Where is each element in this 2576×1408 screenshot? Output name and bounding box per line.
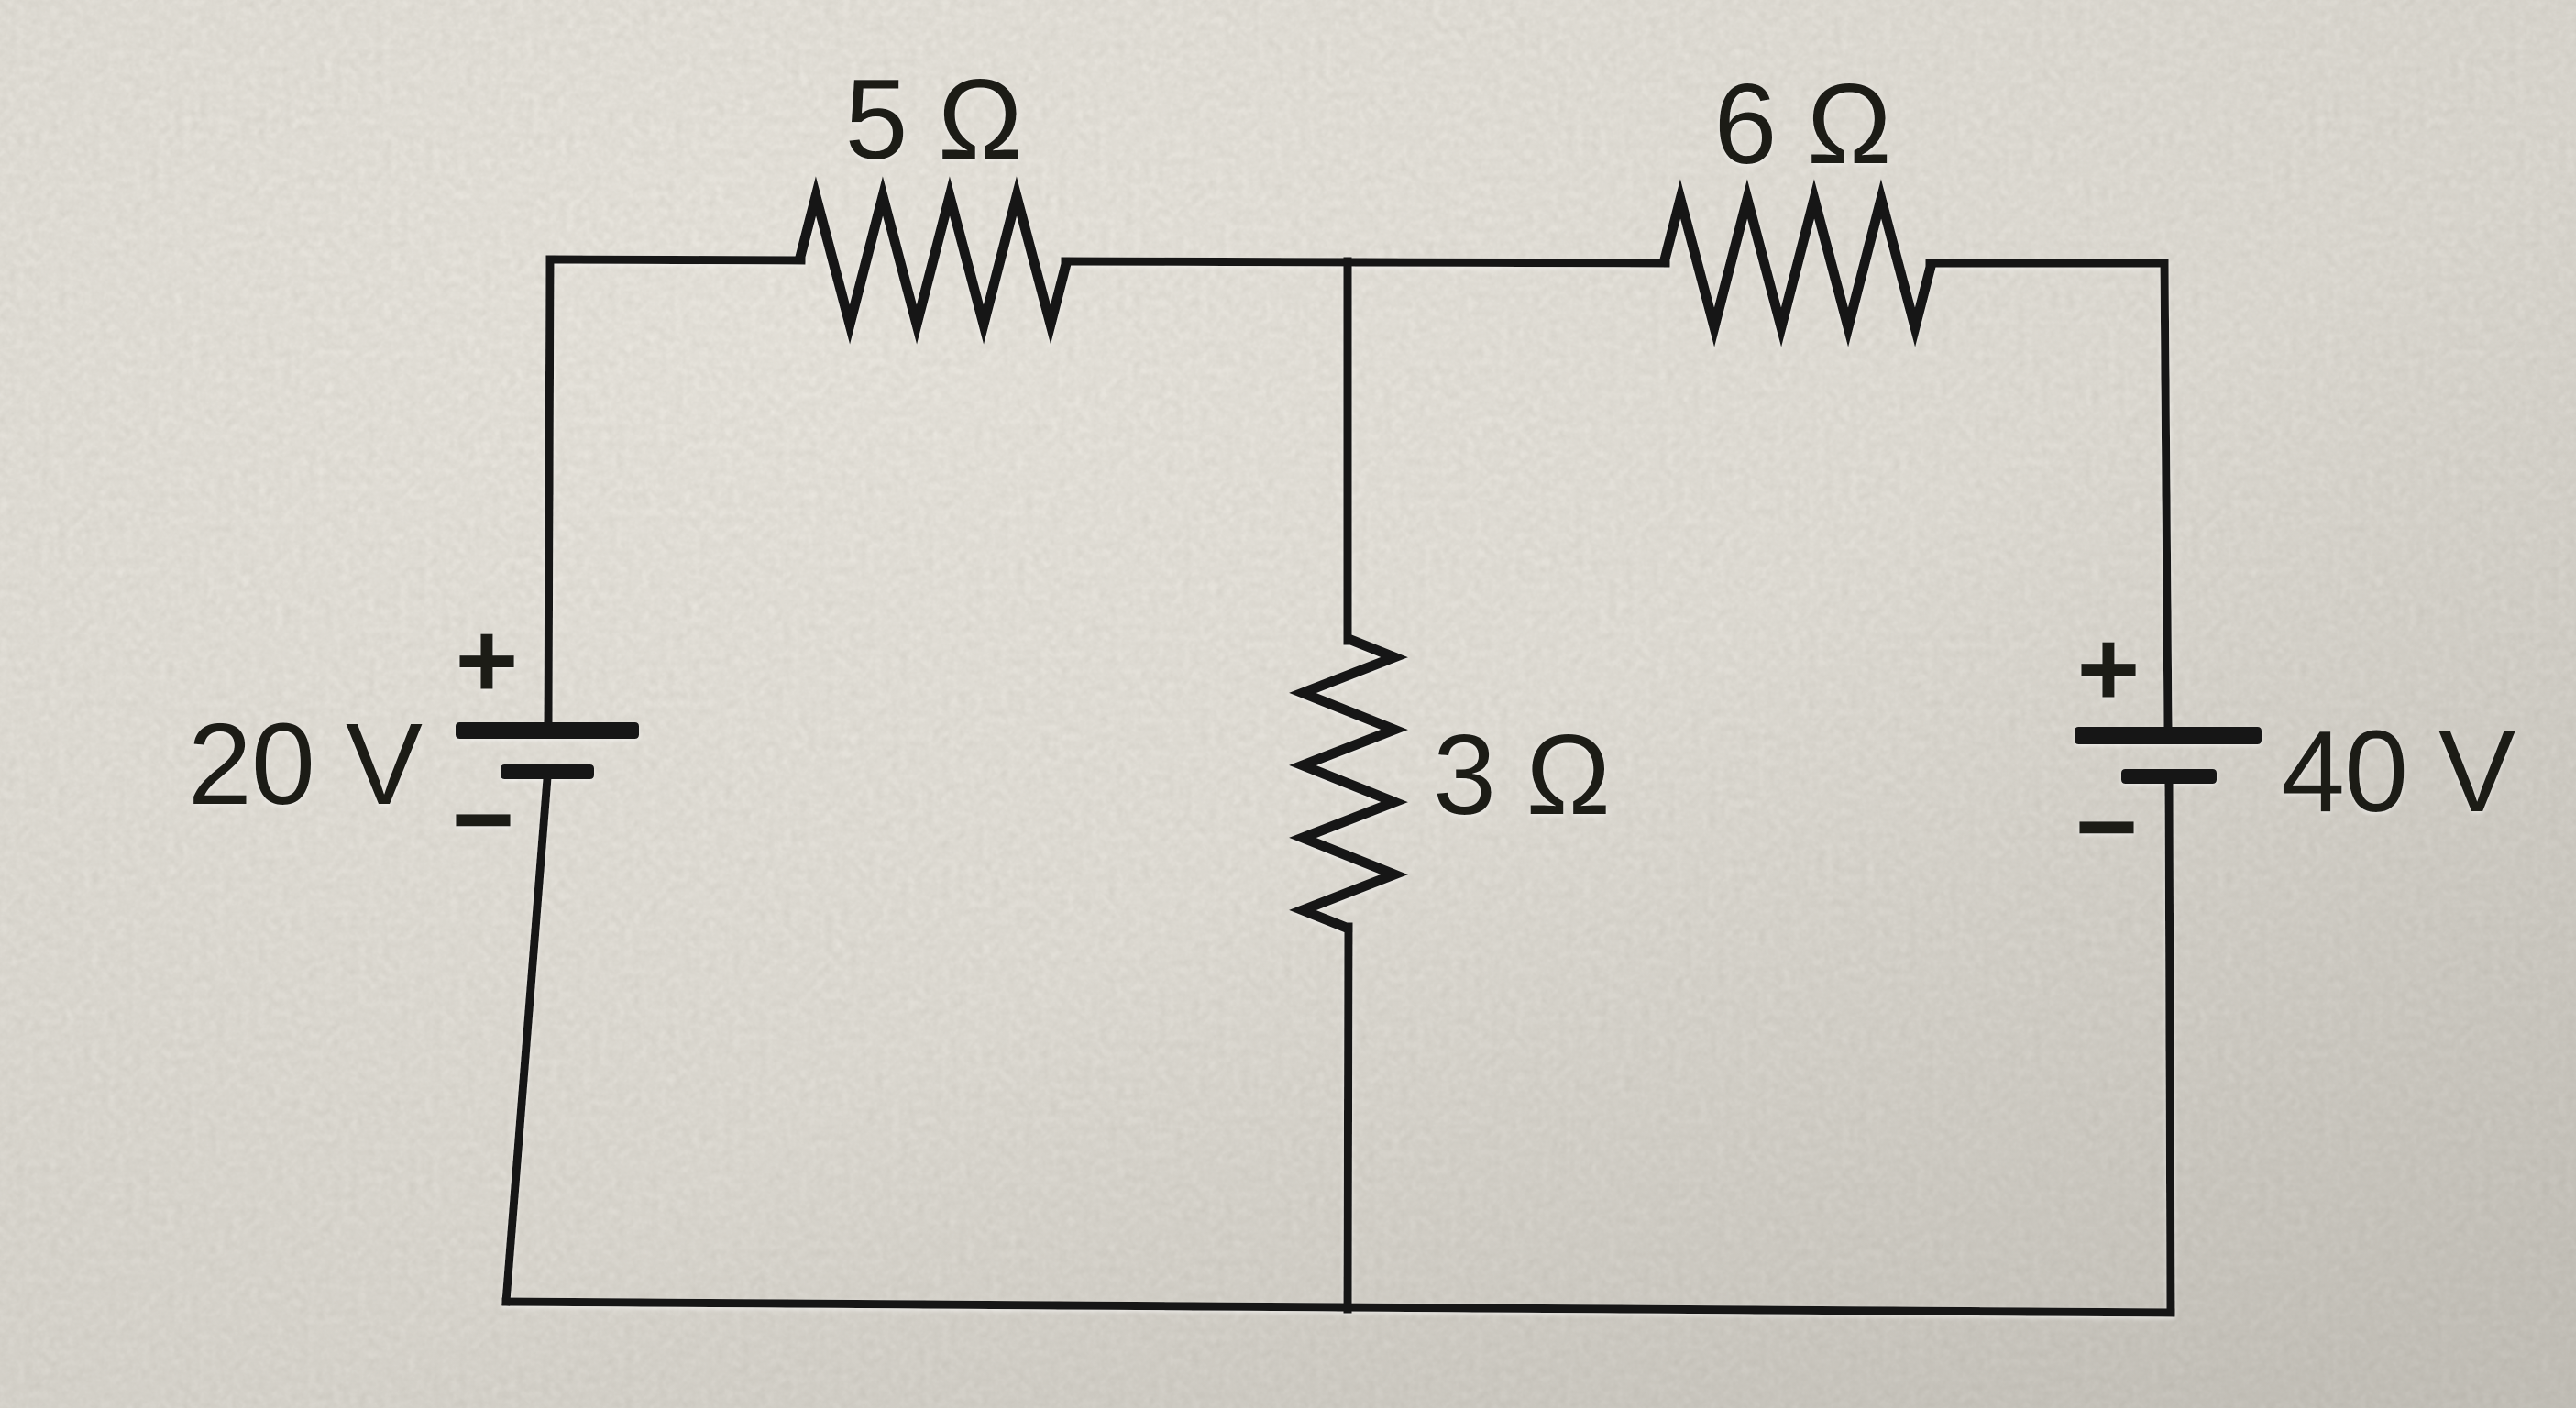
wire-left-upper <box>544 255 555 728</box>
battery-20v-positive-plate <box>456 722 639 739</box>
wire-top-left-segment <box>545 255 806 265</box>
battery-20v-minus-icon: − <box>452 759 515 880</box>
resistor-6ohm-label: 6 Ω <box>1713 61 1890 188</box>
battery-20v-label: 20 V <box>188 699 423 829</box>
resistor-6ohm <box>1658 179 1937 347</box>
battery-20v-plus-icon: + <box>456 600 519 721</box>
battery-20v-negative-plate <box>501 764 594 779</box>
resistor-3ohm <box>1289 633 1408 934</box>
wire-right-lower <box>2164 778 2175 1316</box>
battery-40v-positive-plate <box>2075 727 2262 744</box>
circuit: 5 Ω 6 Ω 3 Ω + − 20 V + − 40 V <box>188 57 2516 1317</box>
battery-40v-plus-icon: + <box>2077 609 2141 730</box>
battery-40v-label: 40 V <box>2281 707 2515 836</box>
resistor-5ohm <box>794 176 1073 345</box>
wire-right-upper <box>2160 258 2173 732</box>
resistor-3ohm-label: 3 Ω <box>1433 712 1610 839</box>
wire-top-middle-segment <box>1061 257 1670 268</box>
resistor-5ohm-label: 5 Ω <box>844 57 1021 183</box>
battery-40v: + − 40 V <box>2075 609 2516 887</box>
battery-40v-negative-plate <box>2121 769 2217 784</box>
wire-bottom <box>501 1297 2175 1317</box>
battery-20v: + − 20 V <box>188 600 639 880</box>
wire-left-lower <box>501 774 552 1306</box>
wire-middle-lower <box>1343 922 1353 1314</box>
battery-40v-minus-icon: − <box>2075 766 2139 887</box>
